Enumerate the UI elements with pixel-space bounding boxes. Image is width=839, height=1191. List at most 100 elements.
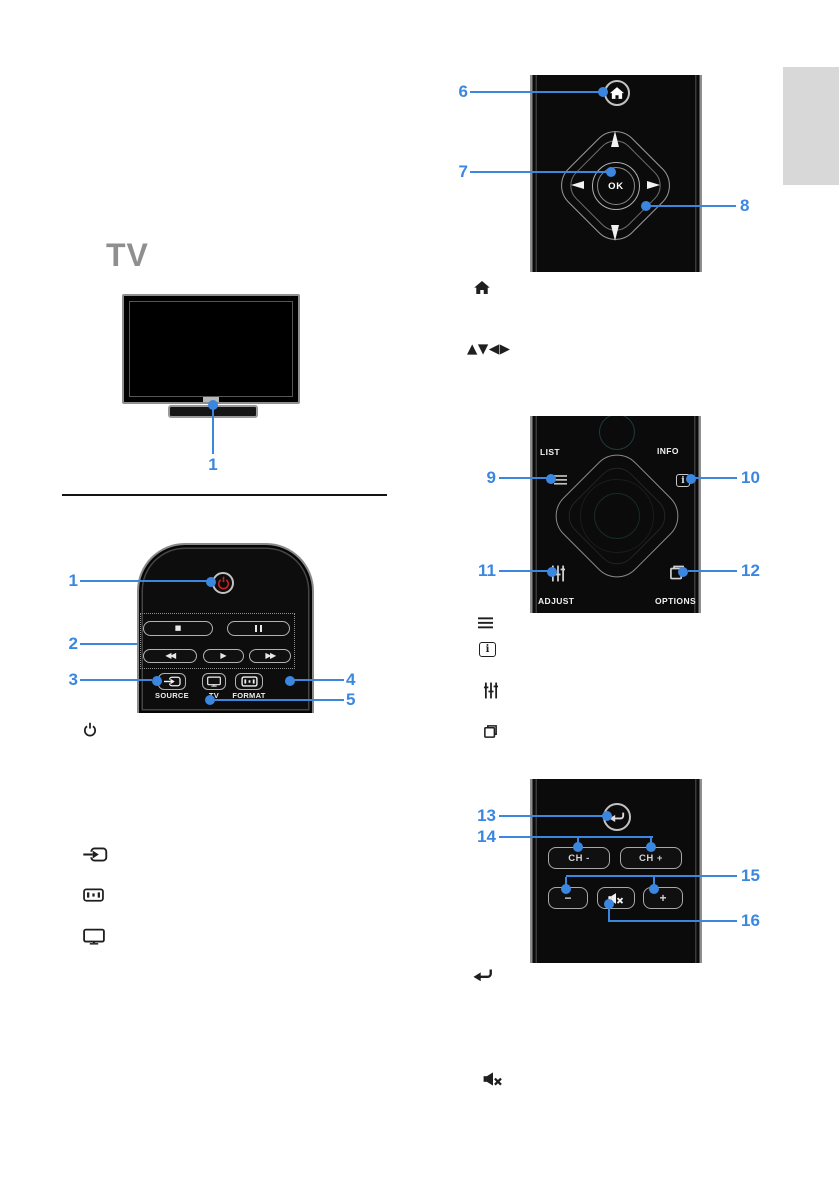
play-icon: ▶ (220, 651, 227, 660)
channel-up-label: CH + (639, 852, 663, 864)
callout-dot-14-chdown (573, 842, 583, 852)
callout-dot-3 (152, 676, 162, 686)
home-icon (610, 87, 624, 99)
callout-num-12: 12 (741, 561, 760, 580)
tv-illustration (122, 294, 300, 404)
list-icon-reference (478, 617, 493, 629)
nav-up-icon (611, 131, 619, 147)
callout-num-6: 6 (458, 82, 468, 101)
callout-num-15: 15 (741, 866, 760, 885)
callout-line-10 (695, 477, 737, 480)
nav-down-icon (611, 225, 619, 241)
playback-button-group (140, 613, 295, 669)
callout-dot-1-tv (208, 400, 218, 410)
back-icon-reference (473, 968, 493, 982)
source-icon-reference (83, 847, 108, 862)
mute-button (597, 887, 635, 909)
callout-line-11 (499, 570, 548, 573)
home-button (604, 80, 630, 106)
callout-line-6 (470, 91, 601, 94)
rewind-button: ◀◀ (143, 649, 197, 663)
fast-forward-button: ▶▶ (249, 649, 291, 663)
callout-dot-4 (285, 676, 295, 686)
format-label: FORMAT (232, 691, 266, 700)
callout-line-7 (470, 171, 608, 174)
tv-section-heading: TV (106, 237, 149, 273)
callout-num-2: 2 (68, 634, 78, 653)
section-divider (62, 494, 387, 496)
tv-ir-window (203, 397, 219, 402)
callout-dot-15-voldown (561, 884, 571, 894)
info-icon-reference: i (479, 642, 496, 657)
ok-button-inner-ring (597, 167, 635, 205)
remote-list-inner-circle-2 (594, 493, 640, 539)
callout-num-1: 1 (68, 571, 78, 590)
source-icon (163, 676, 181, 687)
tv-button (202, 673, 226, 690)
callout-line-5 (215, 699, 344, 702)
callout-num-13: 13 (477, 806, 496, 825)
play-button: ▶ (203, 649, 244, 663)
ok-label: OK (608, 181, 624, 192)
home-icon-reference (474, 281, 490, 294)
callout-dot-6 (598, 87, 608, 97)
callout-dot-5 (205, 695, 215, 705)
callout-line-8 (650, 205, 736, 208)
remote-list-inner-circle-1 (580, 479, 654, 553)
callout-line-16 (608, 920, 737, 923)
callout-line-15 (566, 875, 737, 878)
source-button (158, 673, 186, 690)
nav-arrows-icon-reference: ▲▼◀▶ (467, 341, 511, 357)
options-icon-reference (484, 724, 497, 739)
callout-num-11: 11 (478, 561, 496, 580)
source-label: SOURCE (155, 691, 189, 700)
callout-num-16: 16 (741, 911, 760, 930)
callout-num-14: 14 (477, 827, 496, 846)
format-icon (240, 676, 258, 687)
info-label: INFO (657, 446, 679, 456)
adjust-label: ADJUST (538, 596, 575, 606)
power-icon-reference (83, 722, 97, 737)
callout-num-10: 10 (741, 468, 760, 487)
callout-dot-8 (641, 201, 651, 211)
callout-line-15-drop-left (565, 877, 568, 887)
callout-line-15-drop-right (653, 877, 656, 887)
tv-icon (207, 676, 221, 687)
back-icon (609, 811, 625, 823)
callout-line-16-vertical (608, 905, 611, 922)
fast-forward-icon: ▶▶ (265, 651, 276, 660)
callout-dot-10 (686, 474, 696, 484)
callout-dot-7 (606, 167, 616, 177)
nav-right-icon (647, 181, 660, 189)
rewind-icon: ◀◀ (165, 651, 176, 660)
callout-num-3: 3 (68, 670, 78, 689)
callout-line-13 (499, 815, 604, 818)
callout-num-8: 8 (740, 196, 750, 215)
options-label: OPTIONS (655, 596, 697, 606)
callout-line-1-tv (212, 409, 215, 454)
remote-list-top-ring (599, 416, 635, 450)
callout-dot-9 (546, 474, 556, 484)
stop-icon: ■ (174, 624, 182, 632)
callout-dot-15-volup (649, 884, 659, 894)
callout-num-1-tv: 1 (208, 455, 218, 474)
list-icon (554, 474, 567, 486)
page-edge-tab (783, 67, 839, 185)
callout-dot-13 (602, 811, 612, 821)
callout-dot-11 (547, 567, 557, 577)
volume-up-label: + (659, 891, 667, 905)
callout-line-4 (293, 679, 344, 682)
callout-num-7: 7 (458, 162, 468, 181)
volume-down-label: − (564, 891, 572, 905)
tv-label: TV (208, 691, 220, 700)
adjust-icon-reference (484, 682, 498, 699)
callout-num-9: 9 (486, 468, 496, 487)
tv-screen (129, 301, 293, 397)
stop-button: ■ (143, 621, 213, 636)
callout-dot-12 (678, 567, 688, 577)
callout-line-3 (80, 679, 152, 682)
format-button (235, 673, 263, 690)
pause-button (227, 621, 290, 636)
callout-num-4: 4 (346, 670, 356, 689)
